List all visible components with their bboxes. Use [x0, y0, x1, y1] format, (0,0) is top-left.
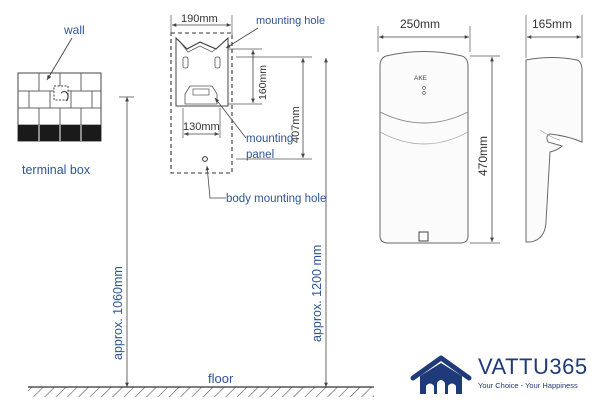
mounting-panel-label-1: mounting [246, 133, 293, 145]
mounting-hole-label: mounting hole [256, 15, 325, 27]
terminal-box-label: terminal box [22, 163, 91, 177]
side-depth-label: 165mm [532, 17, 572, 31]
indicator-light-2 [422, 91, 426, 95]
body-mounting-hole-label: body mounting hole [226, 193, 326, 205]
body-height-label: 470mm [476, 136, 490, 176]
body-mounting-hole-pointer [205, 165, 226, 199]
wall-label: wall [63, 23, 85, 37]
plate-width-label: 190mm [181, 13, 218, 25]
body-mounting-hole-marker [202, 156, 208, 162]
dryer-front-view [379, 51, 469, 244]
indicator-light-1 [422, 86, 426, 90]
front-width-label: 250mm [400, 17, 440, 31]
brand-logo: VATTU365 Your Choice - Your Happiness [404, 350, 600, 400]
mounting-panel-pointer [214, 97, 247, 139]
dryer-side-view [525, 57, 583, 243]
wall-pointer [46, 37, 73, 81]
hole-to-bottom-label: 407mm [290, 106, 302, 143]
plate-height-label: 160mm [257, 65, 269, 100]
unit-height-label: approx. 1200 mm [310, 245, 324, 342]
floor-hatch [28, 387, 374, 397]
box-height-label: approx. 1060mm [111, 266, 125, 360]
product-badge: AKE [414, 75, 428, 82]
house-logo-icon [410, 355, 472, 394]
brand-name: VATTU365 [478, 354, 588, 379]
mounting-plate [170, 32, 233, 174]
mounting-panel-label-2: panel [246, 149, 274, 161]
mounting-hole-pointer [225, 27, 259, 49]
panel-width-label: 130mm [183, 121, 220, 133]
terminal-box-icon [53, 85, 69, 102]
brand-tagline: Your Choice - Your Happiness [478, 381, 578, 390]
wall-tile-grid [17, 72, 102, 142]
floor-label: floor [208, 371, 234, 386]
